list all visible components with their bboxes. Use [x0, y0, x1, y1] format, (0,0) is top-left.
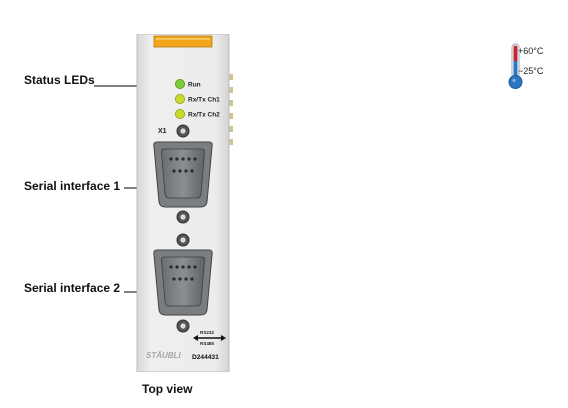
mode-label-rs485: RS485 — [200, 341, 214, 346]
release-tab[interactable] — [153, 35, 213, 48]
terminal-module: Run Rx/Tx Ch1 Rx/Tx Ch2 X1 RS232 — [136, 34, 233, 372]
rxtx-ch1-led-label: Rx/Tx Ch1 — [188, 97, 220, 104]
serial-interface-1-connector[interactable] — [153, 124, 213, 224]
view-caption: Top view — [142, 382, 193, 396]
connector-label: X1 — [158, 128, 167, 135]
rxtx-ch2-led-label: Rx/Tx Ch2 — [188, 112, 220, 119]
serial-interface-1-label: Serial interface 1 — [24, 179, 121, 193]
rxtx-ch1-led — [175, 94, 186, 105]
run-led — [175, 79, 186, 90]
thermometer-icon — [508, 43, 523, 89]
run-led-label: Run — [188, 82, 201, 89]
serial-interface-2-connector[interactable] — [153, 233, 213, 333]
status-leds-label: Status LEDs — [24, 73, 95, 87]
brand-logo: STÄUBLI — [146, 351, 181, 360]
max-temperature: +60°C — [518, 46, 544, 56]
rxtx-ch2-led — [175, 109, 186, 120]
part-number: D244431 — [192, 354, 219, 361]
min-temperature: −25°C — [518, 66, 544, 76]
side-contacts — [229, 74, 233, 145]
serial-interface-2-label: Serial interface 2 — [24, 281, 121, 295]
mode-double-arrow — [193, 335, 226, 341]
mode-label-rs232: RS232 — [200, 330, 214, 335]
